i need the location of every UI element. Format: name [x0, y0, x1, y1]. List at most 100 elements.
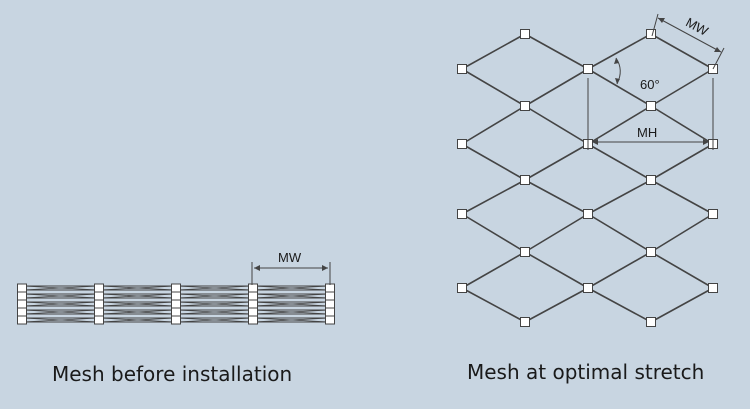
folded-node [94, 315, 104, 325]
mesh-wire [524, 213, 589, 253]
mesh-node [646, 247, 656, 257]
folded-wire [175, 293, 254, 299]
folded-wire [98, 293, 177, 299]
folded-node [171, 315, 181, 325]
mesh-wire [461, 33, 526, 70]
mesh-wire [650, 143, 714, 181]
mw-label-stretched: MW [683, 15, 711, 39]
mesh-node [583, 283, 593, 293]
folded-wire [21, 309, 100, 315]
mesh-wire [650, 68, 714, 107]
mesh-wire [587, 213, 652, 253]
mesh-node [583, 64, 593, 74]
mesh-wire [587, 179, 652, 215]
folded-node [17, 299, 27, 309]
folded-wire [175, 317, 254, 323]
mesh-node [646, 101, 656, 111]
folded-node [17, 283, 27, 293]
mesh-wire [650, 251, 714, 289]
mesh-wire [461, 251, 526, 289]
folded-node [171, 299, 181, 309]
mesh-node [520, 175, 530, 185]
mesh-wire [461, 179, 526, 215]
mesh-wire [650, 105, 714, 145]
caption-before-installation: Mesh before installation [52, 362, 293, 386]
mh-dimension [587, 78, 714, 150]
mesh-wire [587, 105, 652, 145]
folded-wire [175, 285, 254, 291]
mesh-wire [587, 33, 652, 70]
angle-label: 60° [640, 77, 660, 92]
mesh-wire [650, 179, 714, 215]
mh-label: MH [637, 125, 657, 140]
mesh-wire [524, 143, 589, 181]
mesh-node [457, 283, 467, 293]
mesh-wire [524, 68, 589, 107]
mesh-wire [587, 287, 652, 323]
stretched-mesh [457, 29, 718, 327]
folded-wire [252, 301, 331, 307]
folded-node [94, 299, 104, 309]
folded-node [171, 283, 181, 293]
folded-wire [98, 285, 177, 291]
mesh-node [520, 247, 530, 257]
folded-wire [98, 317, 177, 323]
folded-node [171, 307, 181, 317]
mesh-node [646, 317, 656, 327]
mw-label-folded: MW [278, 250, 302, 265]
folded-wire [252, 309, 331, 315]
folded-wire [98, 301, 177, 307]
folded-node [248, 315, 258, 325]
mesh-node [583, 209, 593, 219]
folded-wire [21, 285, 100, 291]
mesh-wire [524, 287, 589, 323]
folded-node [248, 307, 258, 317]
folded-node [248, 283, 258, 293]
mesh-wire [461, 287, 526, 323]
folded-wire [98, 309, 177, 315]
folded-wire [21, 301, 100, 307]
mw-dimension-folded [251, 262, 331, 285]
folded-wire [21, 293, 100, 299]
folded-wire [252, 293, 331, 299]
mesh-wire [587, 143, 652, 181]
mesh-node [457, 64, 467, 74]
mesh-wire [461, 213, 526, 253]
folded-wire [175, 309, 254, 315]
folded-wire [175, 301, 254, 307]
folded-node [325, 299, 335, 309]
mesh-wire [587, 251, 652, 289]
mesh-wire [650, 287, 714, 323]
mesh-node [520, 101, 530, 111]
folded-node [248, 291, 258, 301]
folded-node [325, 307, 335, 317]
folded-node [17, 291, 27, 301]
folded-node [171, 291, 181, 301]
mesh-node [646, 29, 656, 39]
folded-node [94, 291, 104, 301]
mesh-wire [650, 213, 714, 253]
folded-node [325, 315, 335, 325]
mesh-node [708, 209, 718, 219]
folded-wire [252, 317, 331, 323]
mesh-node [457, 209, 467, 219]
angle-marker [614, 57, 621, 85]
mesh-wire [461, 105, 526, 145]
mw-dimension-stretched [651, 13, 725, 70]
folded-node [325, 291, 335, 301]
mesh-wire [650, 33, 714, 70]
folded-mesh [17, 283, 335, 325]
folded-wire [252, 285, 331, 291]
folded-node [17, 315, 27, 325]
mesh-node [646, 175, 656, 185]
mesh-wire [461, 143, 526, 181]
mesh-node [457, 139, 467, 149]
mesh-wire [524, 33, 589, 70]
mesh-wire [524, 105, 589, 145]
folded-node [17, 307, 27, 317]
folded-node [248, 299, 258, 309]
mesh-node [520, 317, 530, 327]
mesh-wire [461, 68, 526, 107]
